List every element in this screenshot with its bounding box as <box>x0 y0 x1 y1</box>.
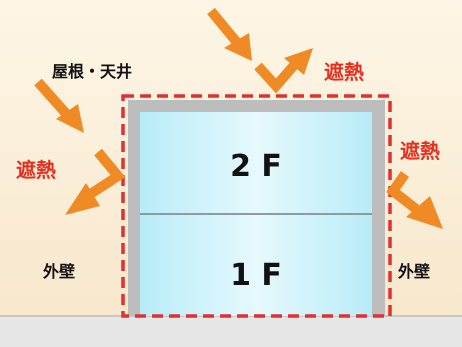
heat-block-label-left: 遮熱 <box>16 158 56 182</box>
sun-ray-arrow-icon <box>386 171 420 213</box>
floor-label-2f: 2 F <box>230 149 282 184</box>
room-1f <box>140 215 372 316</box>
sun-ray-arrow-icon <box>34 78 74 122</box>
reflected-heat-arrow-icon <box>406 196 443 229</box>
sun-ray-arrow-icon <box>56 104 84 133</box>
building: 2 F 1 F <box>121 94 392 318</box>
arrows <box>34 7 443 229</box>
floor-label-1f: 1 F <box>230 258 282 293</box>
room-2f <box>140 112 372 213</box>
sun-ray-arrow-icon <box>89 148 126 198</box>
reflected-heat-arrow-icon <box>284 48 313 75</box>
heat-block-label-right: 遮熱 <box>400 139 440 163</box>
roof-ceiling-label: 屋根・天井 <box>52 62 132 81</box>
heat-block-label-top: 遮熱 <box>324 60 364 84</box>
ground <box>0 316 462 347</box>
heat-shield-outline <box>121 94 392 318</box>
sun-ray-arrow-icon <box>224 33 252 61</box>
outer-wall-label-left: 外壁 <box>42 262 75 281</box>
reflected-heat-arrow-icon <box>254 59 300 94</box>
outer-wall-label-right: 外壁 <box>397 262 430 281</box>
reflected-heat-arrow-icon <box>65 183 100 215</box>
